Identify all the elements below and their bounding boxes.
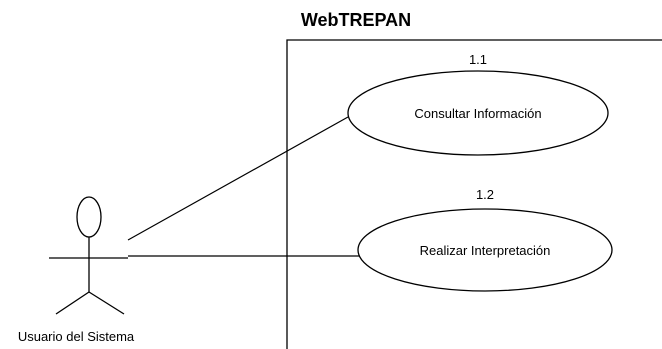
use-case-consultar-informacion: 1.1 Consultar Información	[347, 52, 609, 156]
association-consultar	[127, 116, 349, 241]
actor-figure	[49, 196, 128, 315]
use-case-ellipse	[357, 208, 613, 292]
use-case-realizar-interpretacion: 1.2 Realizar Interpretación	[357, 187, 613, 292]
use-case-label: Realizar Interpretación	[420, 243, 551, 258]
use-case-label: Consultar Información	[414, 106, 541, 121]
use-case-number: 1.2	[476, 187, 494, 202]
actor-left-leg	[55, 291, 90, 315]
actor-head	[76, 196, 102, 238]
actor-label: Usuario del Sistema	[18, 329, 135, 344]
use-case-number: 1.1	[469, 52, 487, 67]
system-boundary	[286, 39, 662, 349]
use-case-ellipse	[347, 70, 609, 156]
system-title: WebTREPAN	[301, 10, 411, 30]
actor-right-leg	[88, 291, 125, 315]
